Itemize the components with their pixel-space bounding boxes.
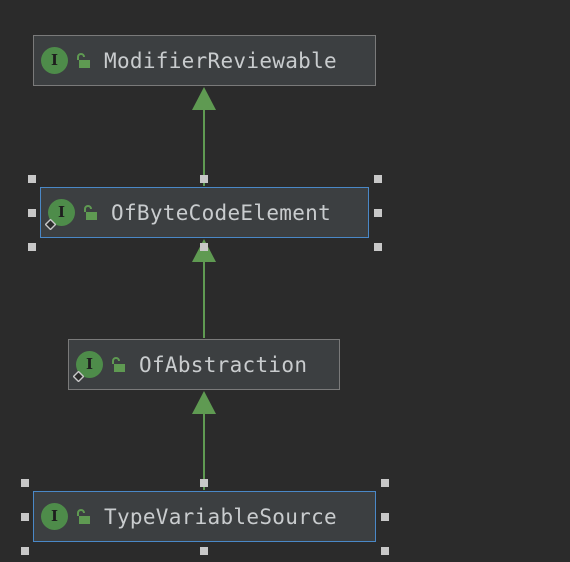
public-lock-icon	[77, 508, 90, 524]
resize-handle-w[interactable]	[21, 513, 29, 521]
interface-icon: I	[45, 199, 75, 230]
public-lock-icon	[84, 204, 97, 220]
node-of-byte-code-element[interactable]: I OfByteCodeElement	[40, 187, 369, 238]
interface-icon: I	[73, 351, 103, 382]
public-lock-icon	[112, 356, 125, 372]
resize-handle-sw[interactable]	[28, 243, 36, 251]
resize-handle-e[interactable]	[381, 513, 389, 521]
edge-ofbytecodeelement-to-modifierreviewable	[192, 87, 216, 186]
resize-handle-w[interactable]	[28, 209, 36, 217]
edge-ofabstraction-to-ofbytecodeelement	[192, 239, 216, 338]
resize-handle-se[interactable]	[374, 243, 382, 251]
resize-handle-e[interactable]	[374, 209, 382, 217]
resize-handle-s[interactable]	[200, 547, 208, 555]
resize-handle-n[interactable]	[200, 479, 208, 487]
interface-icon: I	[41, 47, 68, 74]
interface-icon: I	[41, 503, 68, 530]
node-label: OfByteCodeElement	[111, 200, 332, 225]
node-type-variable-source[interactable]: I TypeVariableSource	[33, 491, 376, 542]
node-label: OfAbstraction	[139, 352, 308, 377]
node-modifier-reviewable[interactable]: I ModifierReviewable	[33, 35, 376, 86]
static-diamond-icon	[73, 371, 84, 382]
resize-handle-nw[interactable]	[21, 479, 29, 487]
edge-typevariablesource-to-ofabstraction	[192, 391, 216, 490]
node-label: TypeVariableSource	[104, 504, 337, 529]
resize-handle-nw[interactable]	[28, 175, 36, 183]
resize-handle-n[interactable]	[200, 175, 208, 183]
resize-handle-ne[interactable]	[381, 479, 389, 487]
static-diamond-icon	[45, 219, 56, 230]
resize-handle-se[interactable]	[381, 547, 389, 555]
node-of-abstraction[interactable]: I OfAbstraction	[68, 339, 340, 390]
resize-handle-sw[interactable]	[21, 547, 29, 555]
node-label: ModifierReviewable	[104, 48, 337, 73]
resize-handle-s[interactable]	[200, 243, 208, 251]
public-lock-icon	[77, 52, 90, 68]
resize-handle-ne[interactable]	[374, 175, 382, 183]
